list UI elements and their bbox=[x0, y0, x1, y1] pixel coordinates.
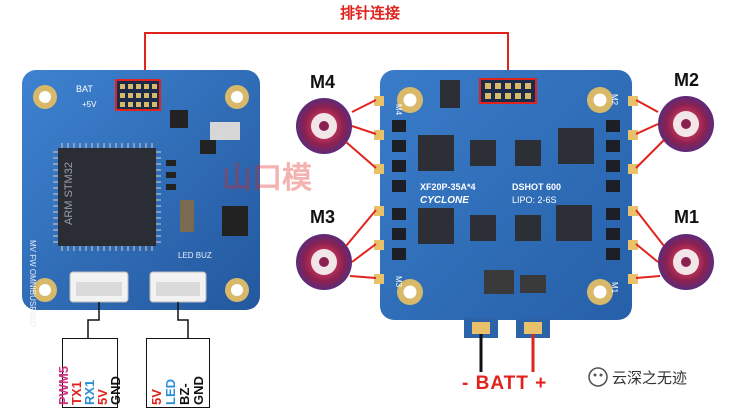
esc-lipo-text: LIPO: 2-6S bbox=[512, 195, 557, 205]
esc-brand-text: CYCLONE bbox=[420, 195, 469, 206]
esc-motor-pads bbox=[374, 96, 638, 284]
motor-m4 bbox=[296, 98, 377, 169]
fc-connector-leaders bbox=[87, 302, 189, 338]
right-connector-pinout: 5V LED BZ- GND bbox=[146, 338, 210, 408]
esc-corner-m2: M2 bbox=[610, 94, 619, 106]
fc-pin-header bbox=[115, 79, 161, 111]
pin-label-led: LED bbox=[163, 379, 178, 405]
esc-mosfets bbox=[392, 120, 620, 260]
fc-components bbox=[166, 110, 248, 236]
esc-corner-m3: M3 bbox=[394, 276, 403, 288]
fc-mcu-chip: ARM STM32 bbox=[53, 143, 161, 251]
header-connection-label: 排针连接 bbox=[339, 4, 400, 22]
pin-label-gnd: GND bbox=[108, 376, 123, 405]
fc-5v-label: +5V bbox=[82, 100, 97, 109]
center-watermark: 山口模 bbox=[222, 161, 312, 196]
fc-left-connector bbox=[69, 271, 129, 303]
fc-mcu-text: ARM STM32 bbox=[63, 162, 75, 225]
esc-battery-leads bbox=[464, 318, 550, 372]
fc-right-connector bbox=[149, 271, 207, 303]
fc-silk-bottom: LED BUZ bbox=[178, 251, 212, 260]
pin-label-bz: BZ- bbox=[177, 383, 192, 405]
esc-pin-header bbox=[479, 78, 537, 104]
fc-silk-model: MV FW OMNIBUSF4SD bbox=[28, 240, 37, 327]
battery-polarity-label: - BATT + bbox=[462, 373, 548, 394]
header-connection-line bbox=[144, 32, 509, 80]
motor-m1 bbox=[635, 209, 714, 290]
pin-label-gnd-2: GND bbox=[191, 376, 206, 405]
motor-label-m4: M4 bbox=[310, 72, 336, 92]
fc-mount-holes bbox=[33, 85, 249, 302]
esc-board: XF20P-35A*4 DSHOT 600 CYCLONE LIPO: 2-6S… bbox=[374, 70, 638, 372]
esc-corner-m4: M4 bbox=[394, 104, 403, 116]
flight-controller-board: ARM STM32 BAT +5V MV FW OMNIBUSF4SD LED … bbox=[22, 70, 260, 338]
motor-m2 bbox=[635, 96, 714, 169]
motor-label-m3: M3 bbox=[310, 207, 336, 227]
left-connector-pinout: PWM5 TX1 RX1 5V GND bbox=[56, 338, 123, 408]
watermark-text: 云深之无迹 bbox=[612, 369, 688, 387]
pin-label-5v-2: 5V bbox=[149, 389, 164, 405]
esc-chips bbox=[418, 80, 594, 294]
esc-mount-holes bbox=[397, 87, 613, 305]
wechat-logo-icon bbox=[588, 367, 608, 387]
motor-label-m2: M2 bbox=[674, 70, 700, 90]
esc-model-text: XF20P-35A*4 bbox=[420, 182, 476, 192]
fc-bat-label: BAT bbox=[76, 84, 93, 94]
motor-m3 bbox=[296, 209, 377, 290]
esc-protocol-text: DSHOT 600 bbox=[512, 182, 561, 192]
motor-label-m1: M1 bbox=[674, 207, 700, 227]
esc-corner-m1: M1 bbox=[610, 282, 619, 294]
